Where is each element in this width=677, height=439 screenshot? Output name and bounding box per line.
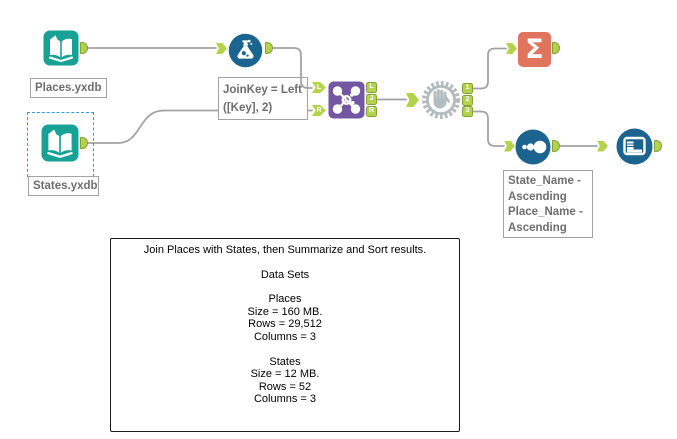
open-book-icon (41, 124, 79, 162)
wire-states-to-join-r[interactable] (87, 109, 313, 144)
wire-formula-to-join-l[interactable] (272, 47, 313, 89)
tool-block-until-done[interactable] (421, 80, 461, 120)
summarize-input-anchor[interactable] (506, 43, 517, 54)
formula-annotation[interactable]: JoinKey = Left ([Key], 2) (218, 77, 308, 120)
comment-section-line: Rows = 29,512 (248, 318, 322, 331)
comment-section-states: States Size = 12 MB. Rows = 52 Columns =… (111, 356, 459, 406)
formula-output-anchor[interactable] (265, 42, 273, 54)
block-input-anchor[interactable] (406, 93, 419, 107)
tool-input-states[interactable] (41, 124, 79, 162)
tool-browse[interactable] (616, 128, 653, 165)
comment-section-line: Columns = 3 (253, 393, 317, 406)
ascending-dots-icon (515, 129, 551, 165)
sigma-icon: Σ (525, 34, 544, 65)
places-annotation[interactable]: Places.yxdb (30, 78, 107, 98)
block-output-anchor-2[interactable]: 2 (462, 94, 473, 106)
states-annotation[interactable]: States.yxdb (28, 176, 99, 196)
join-nodes-icon (328, 81, 365, 119)
wire-block3-to-sort[interactable] (472, 110, 505, 147)
sort-output-anchor[interactable] (552, 140, 560, 152)
formula-input-anchor[interactable] (216, 43, 227, 54)
sort-annotation[interactable]: State_Name - Ascending Place_Name - Asce… (503, 170, 593, 238)
sort-annotation-line4: Ascending (508, 221, 567, 234)
comment-title: Join Places with States, then Summarize … (143, 244, 427, 256)
comment-box[interactable]: Join Places with States, then Summarize … (110, 238, 460, 432)
join-input-anchor-l[interactable]: L (312, 82, 326, 93)
sort-input-anchor[interactable] (504, 140, 515, 152)
comment-section-line: Size = 160 MB. (247, 305, 323, 318)
join-output-anchor-j[interactable]: J (366, 94, 377, 105)
comment-section-line: Size = 12 MB. (250, 368, 320, 381)
join-output-anchor-r[interactable]: R (366, 106, 377, 117)
places-output-anchor[interactable] (80, 42, 88, 54)
stop-hand-gear-icon (422, 81, 460, 119)
summarize-output-anchor[interactable] (552, 42, 560, 54)
open-book-icon (43, 30, 79, 66)
tool-sort[interactable] (515, 129, 551, 165)
places-annotation-text: Places.yxdb (35, 82, 102, 94)
comment-heading: Data Sets (260, 268, 310, 281)
formula-annotation-line2: ([Key], 2) (223, 102, 273, 114)
states-output-anchor[interactable] (80, 137, 88, 149)
formula-annotation-line1: JoinKey = Left (223, 84, 302, 96)
sort-annotation-line3: Place_Name - (508, 206, 583, 218)
comment-title-block: Join Places with States, then Summarize … (111, 244, 459, 257)
block-output-anchor-3[interactable]: 3 (462, 106, 473, 117)
join-input-anchor-r[interactable]: R (312, 105, 326, 116)
report-window-icon (616, 128, 653, 165)
tool-summarize[interactable]: Σ (518, 32, 551, 67)
sort-annotation-line2: Ascending (508, 190, 567, 203)
browse-output-anchor[interactable] (654, 140, 662, 152)
tool-formula[interactable] (228, 33, 263, 68)
sort-annotation-line1: State_Name - (508, 175, 581, 187)
comment-section-name: Places (268, 293, 302, 306)
wire-block1-to-summarize[interactable] (472, 47, 507, 90)
comment-section-places: Places Size = 160 MB. Rows = 29,512 Colu… (111, 293, 459, 343)
block-output-anchor-1[interactable]: 1 (462, 83, 473, 94)
browse-input-anchor[interactable] (597, 140, 608, 152)
join-output-anchor-l[interactable]: L (366, 82, 377, 93)
comment-section-line: Rows = 52 (258, 380, 312, 393)
beaker-icon (228, 33, 263, 68)
tool-join[interactable] (328, 81, 365, 119)
comment-section-line: Columns = 3 (253, 330, 317, 343)
comment-section-name: States (269, 355, 301, 368)
states-annotation-text: States.yxdb (33, 180, 98, 192)
comment-heading-block: Data Sets (111, 269, 459, 282)
tool-input-places[interactable] (43, 30, 79, 66)
